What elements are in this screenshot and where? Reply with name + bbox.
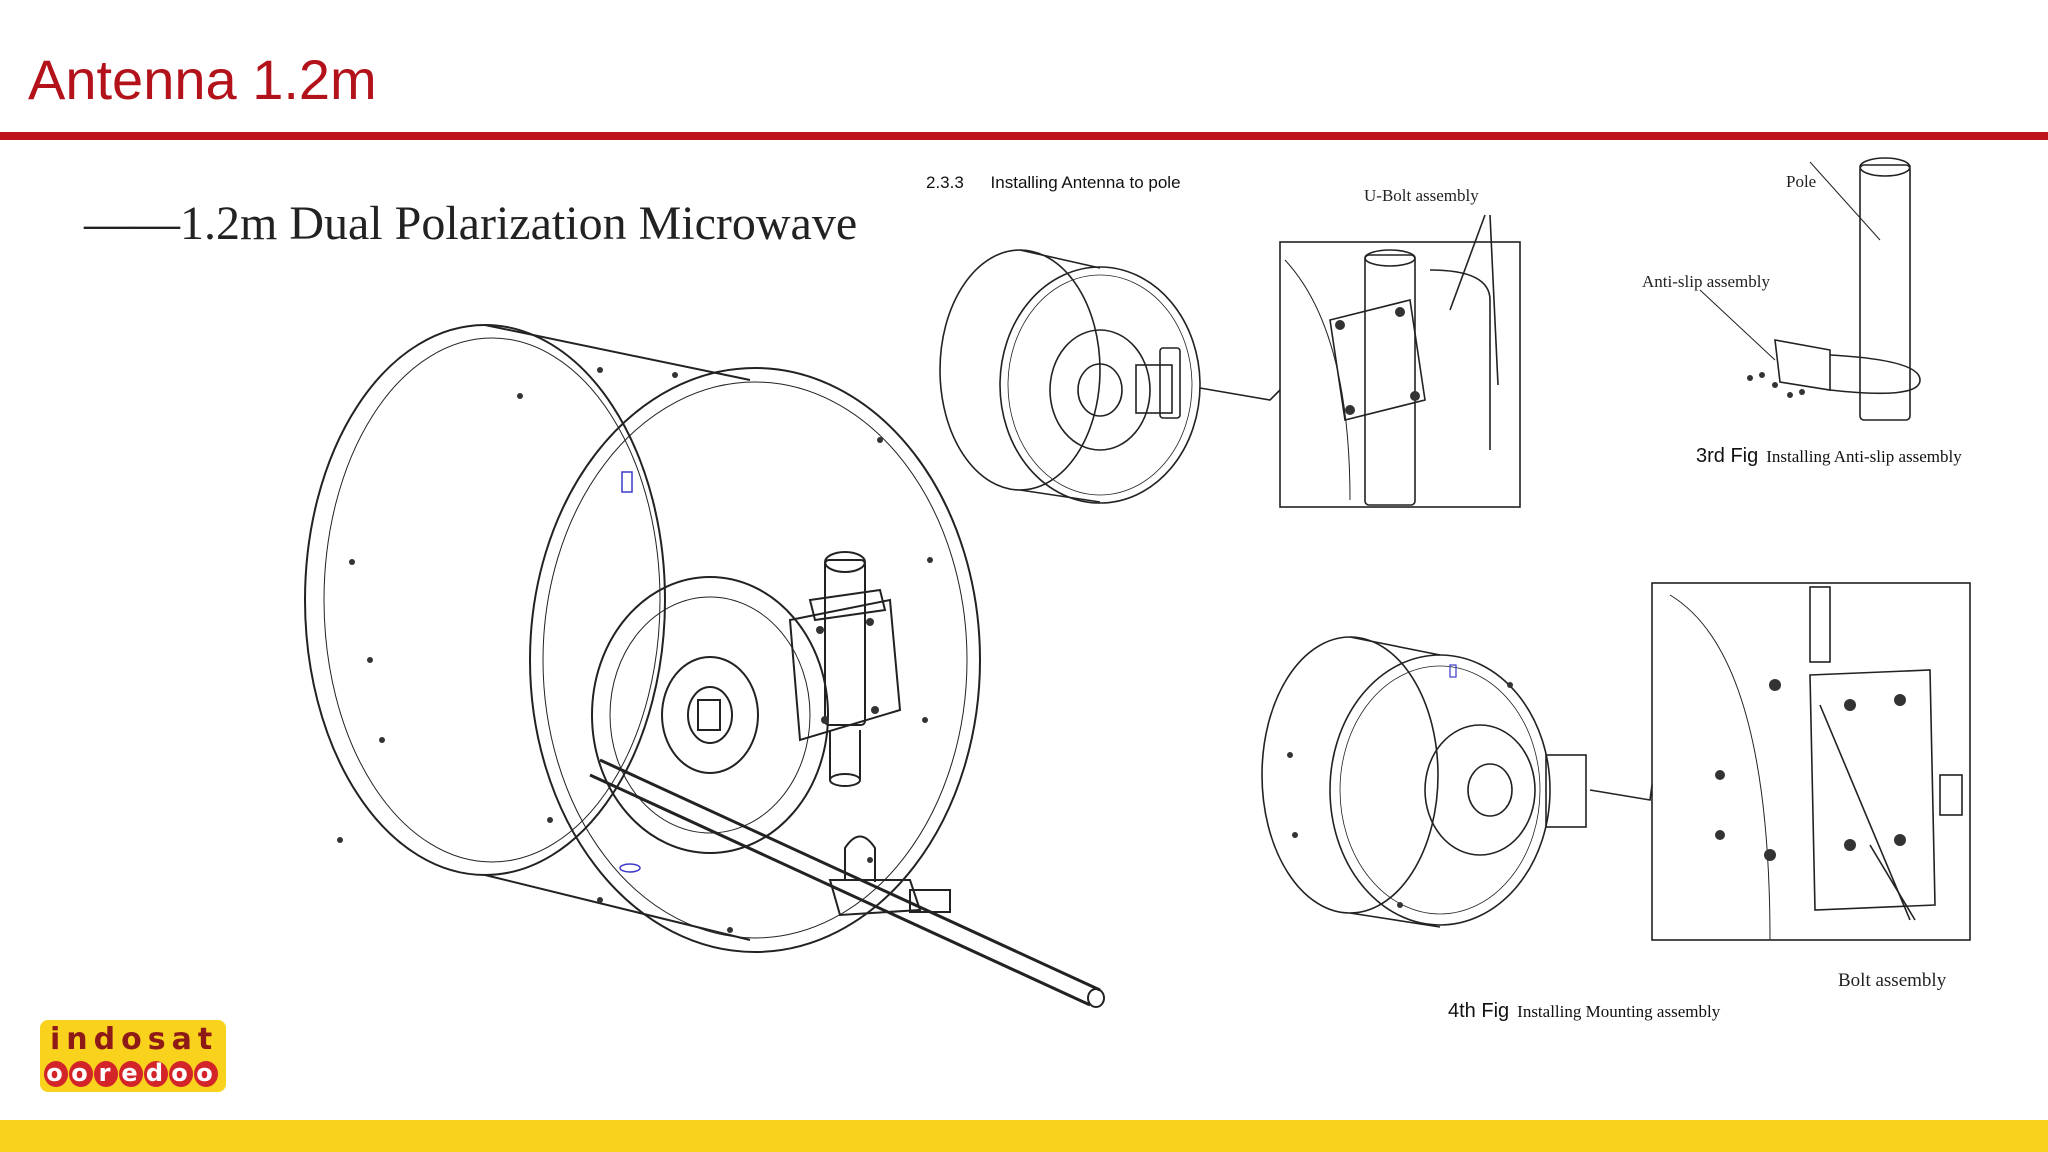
bolt-assembly-label: Bolt assembly xyxy=(1838,970,1947,991)
fig3-text: Installing Anti-slip assembly xyxy=(1766,447,1962,466)
main-antenna-drawing xyxy=(304,324,1105,1008)
section-title: Installing Antenna to pole xyxy=(990,173,1181,192)
logo-line1: indosat xyxy=(50,1022,219,1057)
anti-slip-label: Anti-slip assembly xyxy=(1642,272,1770,291)
fig3-caption: 3rd Fig Installing Anti-slip assembly xyxy=(1696,445,1962,468)
slide-title: Antenna 1.2m xyxy=(28,48,377,111)
fig4-caption: 4th Fig Installing Mounting assembly xyxy=(1448,1000,1720,1023)
u-bolt-label: U-Bolt assembly xyxy=(1364,186,1479,205)
bottom-brand-band xyxy=(0,1120,2048,1152)
section-heading: 2.3.3 Installing Antenna to pole xyxy=(926,173,1181,193)
fig4-text: Installing Mounting assembly xyxy=(1517,1002,1721,1021)
section-number: 2.3.3 xyxy=(926,173,964,192)
pole-label: Pole xyxy=(1786,172,1817,191)
anti-slip-figure xyxy=(1699,157,1921,421)
fig4-number: 4th Fig xyxy=(1448,1000,1510,1022)
main-figure-subtitle: ——1.2m Dual Polarization Microwave xyxy=(84,197,858,250)
u-bolt-figure xyxy=(939,214,1521,508)
title-divider xyxy=(0,132,2048,140)
fig3-number: 3rd Fig xyxy=(1696,445,1759,467)
mounting-assembly-figure xyxy=(1261,582,1971,941)
